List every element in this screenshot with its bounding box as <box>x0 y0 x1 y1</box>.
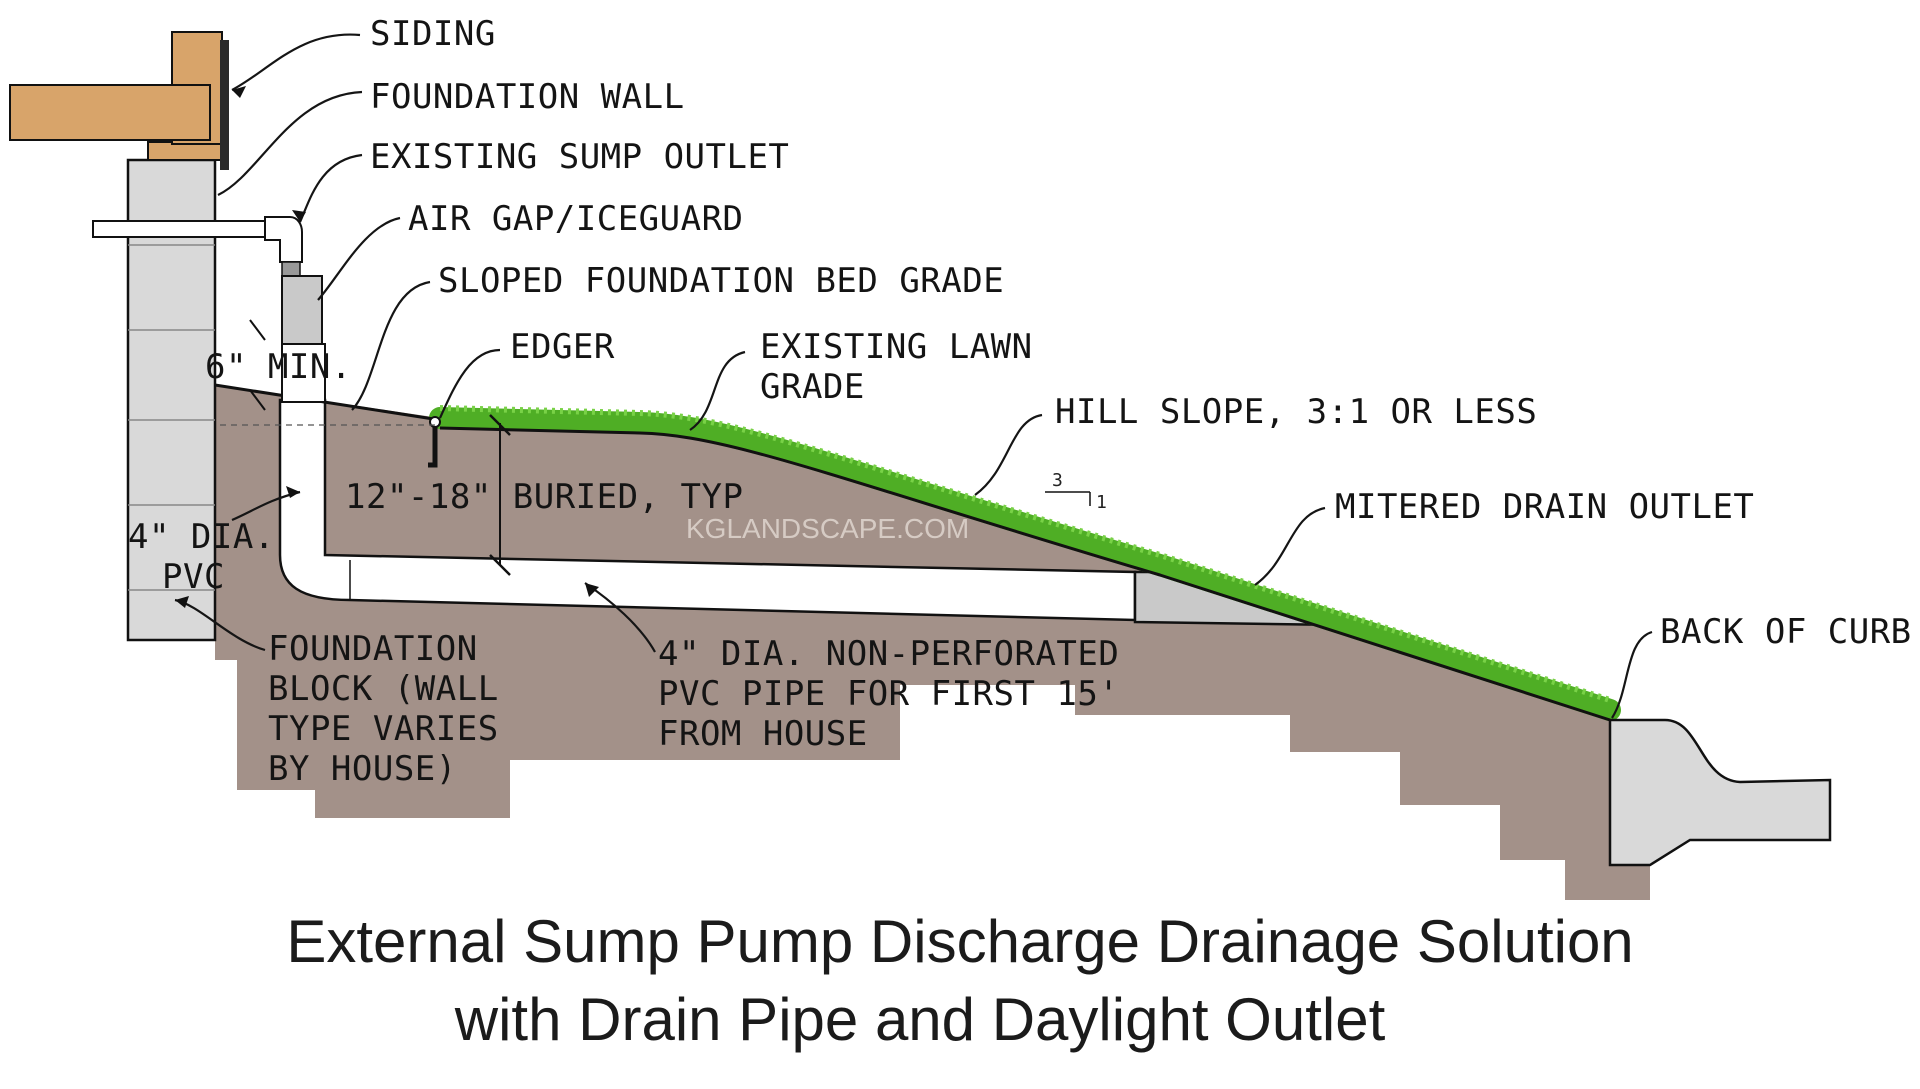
leader-foundation-wall <box>217 90 363 196</box>
label-air-gap: AIR GAP/ICEGUARD <box>408 199 744 239</box>
label-nonperf-1: 4" DIA. NON-PERFORATED <box>658 634 1119 674</box>
label-sloped-bed: SLOPED FOUNDATION BED GRADE <box>438 261 1004 301</box>
label-edger: EDGER <box>510 327 615 367</box>
soil-mass <box>215 385 1650 900</box>
label-foundation-wall: FOUNDATION WALL <box>370 77 685 117</box>
leader-air-gap <box>317 216 401 301</box>
floor-joist <box>9 84 211 141</box>
title-line-1: External Sump Pump Discharge Drainage So… <box>286 908 1633 975</box>
label-foundation-block-2: BLOCK (WALL <box>268 669 499 709</box>
grass-strip <box>429 407 1621 721</box>
leader-edger <box>438 348 501 419</box>
label-buried: 12"-18" BURIED, TYP <box>345 477 743 517</box>
sump-elbow <box>264 216 303 263</box>
arrow-pvc <box>286 486 300 498</box>
edger <box>428 420 438 468</box>
arrow-nonperf <box>585 583 599 597</box>
label-slope-run: 3 <box>1052 470 1063 491</box>
label-back-of-curb: BACK OF CURB <box>1660 612 1912 652</box>
curb <box>1608 718 1832 867</box>
dim-buried-tick <box>489 414 511 436</box>
label-siding: SIDING <box>370 14 496 54</box>
air-gap-iceguard <box>281 275 323 345</box>
label-hill-slope: HILL SLOPE, 3:1 OR LESS <box>1055 392 1537 432</box>
leader-sloped-bed <box>351 280 431 411</box>
label-slope-rise: 1 <box>1096 492 1107 513</box>
dim-six-min-tick <box>249 319 266 341</box>
arrow-sump <box>292 210 306 222</box>
label-nonperf-3: FROM HOUSE <box>658 714 868 754</box>
sloped-bed-line <box>214 383 441 422</box>
grass-texture <box>439 405 1611 703</box>
leader-hill-slope <box>974 413 1043 496</box>
air-gap-top <box>281 261 301 277</box>
label-lawn-grade-2: GRADE <box>760 367 865 407</box>
label-six-min: 6" MIN. <box>205 347 352 387</box>
watermark: KGLANDSCAPE.COM <box>686 513 969 544</box>
label-pvc-1: 4" DIA. <box>128 517 275 557</box>
label-mitered-outlet: MITERED DRAIN OUTLET <box>1335 487 1754 527</box>
leader-mitered-outlet <box>1254 506 1326 586</box>
label-lawn-grade-1: EXISTING LAWN <box>760 327 1033 367</box>
sump-outlet-pipe <box>92 220 284 238</box>
arrow-block <box>175 596 189 608</box>
label-pvc-2: PVC <box>162 557 225 597</box>
leader-sump-outlet <box>298 153 363 223</box>
leader-siding <box>231 33 361 91</box>
vertical-pvc-pipe <box>281 343 326 403</box>
label-foundation-block-3: TYPE VARIES <box>268 709 499 749</box>
dim-buried-tick <box>489 554 511 576</box>
siding <box>220 40 229 170</box>
leader-back-of-curb <box>1611 630 1653 719</box>
label-existing-sump-outlet: EXISTING SUMP OUTLET <box>370 137 789 177</box>
arrow-siding <box>232 86 246 98</box>
grade-line <box>439 426 1611 722</box>
title-line-2: with Drain Pipe and Daylight Outlet <box>454 986 1386 1053</box>
label-foundation-block-4: BY HOUSE) <box>268 749 457 789</box>
label-foundation-block-1: FOUNDATION <box>268 629 478 669</box>
label-nonperf-2: PVC PIPE FOR FIRST 15' <box>658 674 1119 714</box>
leader-lawn-grade <box>689 350 746 431</box>
dim-six-min-tick <box>249 389 266 411</box>
